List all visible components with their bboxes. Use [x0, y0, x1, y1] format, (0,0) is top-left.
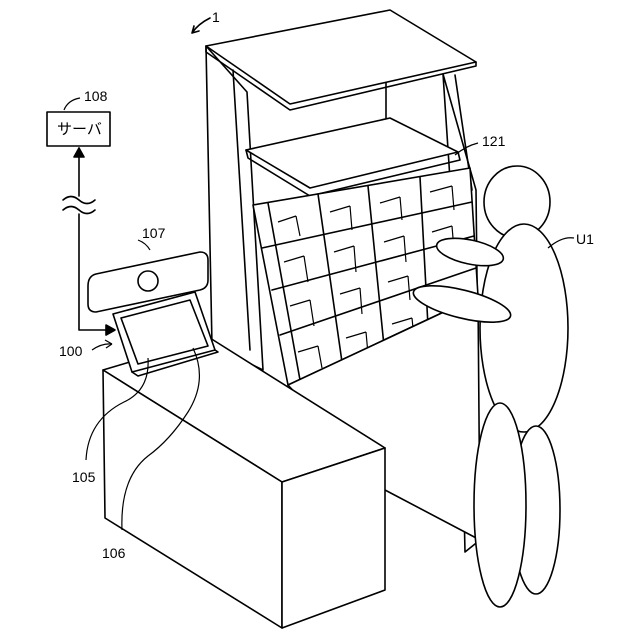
ref-105-label: 105 — [72, 469, 96, 485]
server-label: サーバ — [57, 120, 102, 138]
user-leg-front — [474, 403, 526, 607]
ref-u1-label: U1 — [576, 231, 594, 247]
ref-108-leader — [64, 98, 80, 110]
ref-107-label: 107 — [142, 225, 166, 241]
ref-121-label: 121 — [482, 133, 506, 149]
ref-1-label: 1 — [212, 9, 220, 25]
ref-106-label: 106 — [102, 545, 126, 561]
ref-107-leader — [138, 240, 150, 250]
ref-1-arrow — [192, 18, 210, 33]
ref-100-label: 100 — [59, 343, 83, 359]
cabinet-top-board — [206, 10, 476, 104]
ref-108-label: 108 — [84, 88, 108, 104]
comm-arrow-up — [74, 148, 84, 157]
ref-100-leader — [92, 344, 112, 350]
comm-break-top — [63, 197, 95, 204]
camera-lens-icon — [138, 271, 158, 291]
comm-break-bottom — [63, 207, 95, 214]
comm-arrow-right — [106, 325, 115, 335]
